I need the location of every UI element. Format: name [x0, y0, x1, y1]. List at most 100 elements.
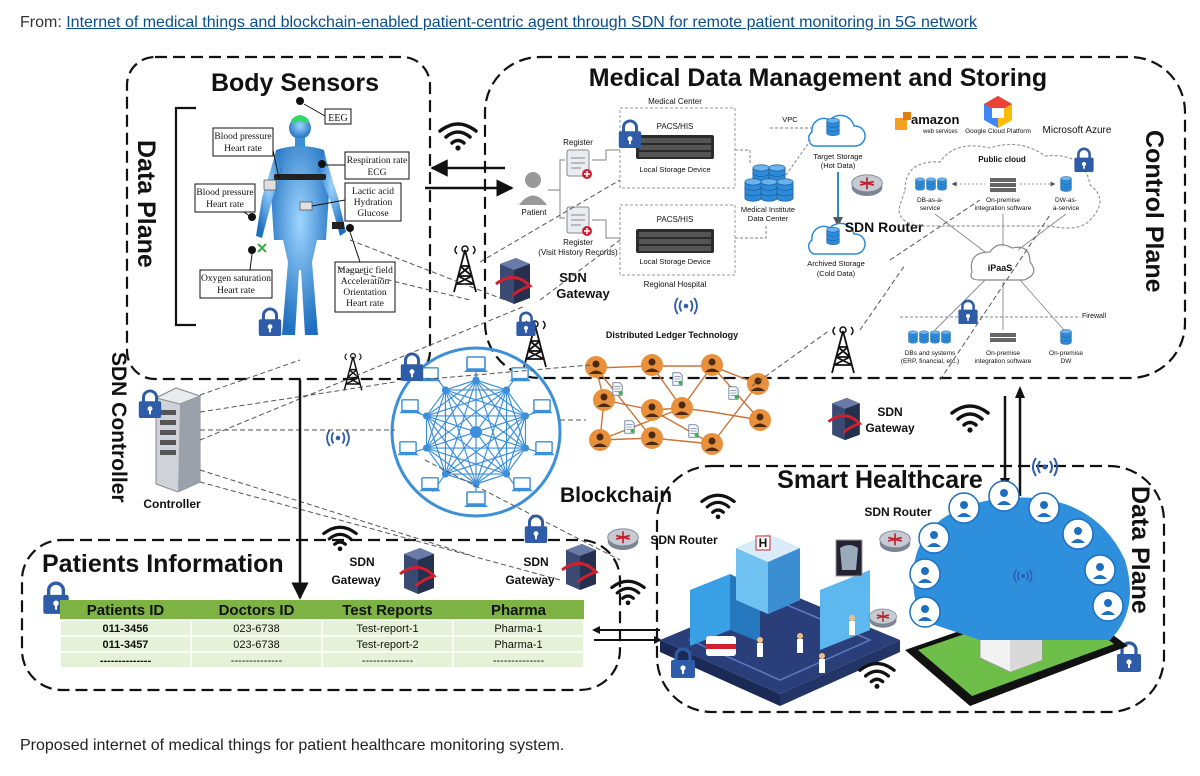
body-sensors-title: Body Sensors [211, 69, 379, 97]
onprem-dw-sub: DW [1061, 358, 1073, 365]
wifi-icon [858, 661, 896, 690]
pacs-label-2: PACS/HIS [657, 215, 694, 224]
controller-label: Controller [143, 497, 201, 511]
mesh-link [426, 447, 446, 475]
svg-text:Heart rate: Heart rate [217, 286, 255, 296]
service-person-icon [960, 501, 968, 509]
archived-storage-label: Archived Storage [807, 259, 865, 268]
svg-text:Oxygen saturation: Oxygen saturation [201, 274, 271, 284]
healthcare-service-icons [909, 480, 1124, 628]
amazon-logo-icon: amazon web services [895, 112, 959, 135]
target-storage-label: Target Storage [813, 152, 862, 161]
ledger-doc-icon [688, 424, 699, 438]
magnetic-field-label: Magnetic field Acceleration Orientation … [334, 231, 396, 313]
dlt-label: Distributed Ledger Technology [606, 330, 738, 340]
service-person-body [1093, 575, 1107, 579]
table-cell: -------------- [362, 655, 414, 667]
source-article-link[interactable]: Internet of medical things and blockchai… [66, 14, 977, 31]
ledger-node-icon [641, 399, 663, 421]
public-cloud-label: Public cloud [978, 155, 1026, 164]
onprem-integration-label-2: On-premise [986, 350, 1020, 357]
bp-heart-label-1: Blood pressure Heart rate [212, 127, 280, 179]
wifi-icon [610, 579, 646, 606]
ledger-node-icon [589, 429, 611, 451]
service-person-icon [1040, 501, 1048, 509]
cell-tower-icon [452, 244, 478, 294]
register-label-1: Register [563, 138, 593, 147]
dbs-systems-sub: (ERP, financial, etc.) [901, 358, 959, 365]
mesh-link [475, 379, 507, 391]
lock-icon [515, 311, 537, 338]
dbaas-service-label: service [920, 205, 941, 212]
table-cell: Pharma-1 [494, 639, 542, 651]
hot-data-label: (Hot Data) [821, 161, 856, 170]
ledger-doc-icon [728, 386, 739, 400]
service-person-icon [1096, 563, 1104, 571]
table-cell: 011-3456 [103, 623, 149, 635]
center-links [735, 127, 813, 239]
control-healthcare-arrows [1003, 390, 1022, 496]
patients-info-panel: Patients Information SDN Gateway SDN Gat… [41, 525, 598, 669]
arrowheads [1000, 386, 1025, 490]
svg-text:Heart rate: Heart rate [346, 299, 384, 309]
figure-caption: Proposed internet of medical things for … [20, 737, 565, 754]
svg-text:amazon: amazon [911, 112, 959, 127]
ledger-node-icon [641, 354, 663, 376]
mesh-link [425, 415, 447, 475]
blockchain-ring: Blockchain [390, 346, 672, 518]
sdn-router-label-2: SDN Router [864, 505, 932, 519]
server-icon [636, 135, 714, 159]
table-header-row [60, 600, 584, 620]
gateway-label-2: SDN [523, 555, 548, 569]
table-header-cell: Doctors ID [219, 602, 295, 619]
svg-text:web services: web services [922, 129, 958, 135]
body-sensors-region [125, 55, 432, 381]
service-person-body [918, 617, 932, 621]
respiration-ecg-label: Respiration rate ECG [326, 151, 410, 180]
control-plane-label: Control Plane [1140, 130, 1168, 293]
regional-hospital-label: Regional Hospital [644, 280, 707, 289]
dbaas-icon [915, 177, 947, 191]
router-icon [868, 608, 898, 629]
ledger-links [595, 365, 761, 445]
laptop-icon [396, 441, 420, 457]
svg-text:Heart rate: Heart rate [224, 144, 262, 154]
mesh-link [426, 415, 477, 485]
sensor-bracket [174, 106, 196, 327]
arrowheads [592, 626, 662, 644]
mesh-link [426, 415, 507, 475]
dwaas-label: DW-as- [1055, 197, 1077, 204]
pacs-label-1: PACS/HIS [657, 122, 694, 131]
laptop-icon [508, 367, 532, 383]
ledger-node-icon [701, 354, 723, 376]
ipaas-links [934, 213, 1067, 331]
mesh-link [506, 389, 526, 417]
wifi-icon [950, 404, 990, 434]
mesh-link [425, 389, 447, 449]
laptop-icon [463, 491, 489, 508]
table-cell: 011-3457 [103, 639, 149, 651]
register-clipboard-icon [566, 149, 592, 179]
laptop-icon [418, 477, 442, 493]
table-header-cell: Patients ID [87, 602, 165, 619]
svg-text:ECG: ECG [368, 168, 387, 178]
dwaas-service-label: a-service [1053, 205, 1080, 212]
table-header-cell: Pharma [491, 602, 547, 619]
ledger-node-icon [749, 409, 771, 431]
controller-links [199, 305, 621, 581]
ipaas-cloud-icon: iPaaS [970, 244, 1035, 281]
patient-connector [548, 149, 620, 239]
ledger-doc-icon [624, 420, 635, 434]
table-cell: -------------- [100, 655, 152, 667]
sdn-gateway-icon [827, 396, 862, 442]
svg-text:EEG: EEG [328, 113, 347, 124]
local-storage-label-2: Local Storage Device [639, 257, 710, 266]
svg-text:Blood pressure: Blood pressure [214, 132, 271, 142]
archived-storage-icon [808, 222, 866, 255]
service-person-icon [1074, 527, 1082, 535]
ledger-node-icon [641, 427, 663, 449]
gateway-sub-2: Gateway [505, 573, 555, 587]
gateway-label-1: SDN [349, 555, 374, 569]
integration-server-icon [990, 333, 1016, 342]
